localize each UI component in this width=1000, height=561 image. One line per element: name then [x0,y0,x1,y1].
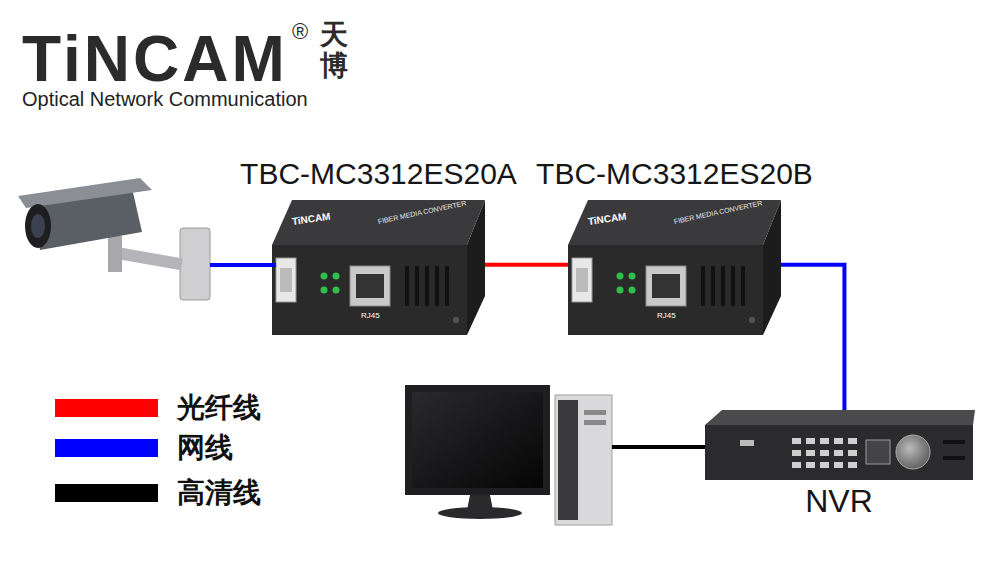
nvr-illustration-part [820,462,829,468]
nvr-illustration-part [943,440,965,444]
nvr-illustration-part [866,440,890,464]
media-converter-illustration-part [568,200,781,335]
cable-line [485,263,568,267]
nvr-illustration-part [740,440,754,446]
network-cable [210,263,276,267]
cable-connector [485,264,568,265]
computer-illustration-part [555,395,612,525]
nvr-illustration-part [806,462,815,468]
media-converter-illustration-part [272,200,485,335]
device-title: FIBER MEDIA CONVERTER [377,199,467,225]
computer-illustration-part [412,392,543,488]
nvr-illustration-part [792,438,801,444]
nvr-illustration-part [806,438,815,444]
nvr-illustration-part [792,462,801,468]
device-label: TBC-MC3312ES20B [536,157,813,190]
media-converter-illustration [272,200,781,335]
camera-illustration-part [25,204,51,248]
device-brand: TiNCAM [587,211,627,227]
port-label: RJ45 [657,312,676,321]
camera-illustration-part [108,236,122,272]
nvr-illustration-part [943,456,965,460]
computer-illustration-part [584,420,606,425]
computer-illustration [405,385,612,525]
port-label: RJ45 [361,312,380,321]
nvr-illustration-part [792,450,801,456]
camera-illustration-part [31,214,45,238]
nvr-illustration-part [820,438,829,444]
legend-text: 网线 [177,434,233,462]
camera-illustration-part [180,228,210,300]
device-label: TBC-MC3312ES20A [240,157,517,190]
nvr-illustration-part [848,450,857,456]
nvr-illustration-part [896,435,930,469]
nvr-illustration [705,410,975,480]
nvr-illustration-part [834,462,843,468]
hdmi-cable [612,445,705,449]
legend-swatch [55,399,158,417]
computer-illustration-part [438,507,522,519]
legend-text: 光纤线 [177,394,261,422]
trademark-mark: ® [292,20,308,44]
brand-chinese: 天博 [320,20,348,82]
computer-illustration-part [558,400,578,520]
nvr-illustration-part [705,425,973,480]
nvr-illustration-part [848,462,857,468]
brand-logo: TiNCAM [22,27,288,91]
camera-illustration [18,178,210,300]
cable-connector [781,265,844,410]
nvr-illustration-part [834,438,843,444]
legend-swatch [55,484,158,502]
nvr-illustration-part [834,450,843,456]
cable-line [781,265,844,410]
camera-illustration-part [18,178,152,208]
device-title: FIBER MEDIA CONVERTER [673,199,763,225]
legend-text: 高清线 [177,479,261,507]
computer-illustration-part [405,385,550,495]
nvr-illustration-part [806,450,815,456]
nvr-illustration-part [705,410,975,425]
computer-illustration-part [584,410,606,415]
nvr-illustration-part [820,450,829,456]
nvr-illustration-part [848,438,857,444]
nvr-device: NVR [703,410,975,480]
device-label: NVR [805,484,873,519]
brand-slogan: Optical Network Communication [22,88,308,110]
legend-swatch [55,439,158,457]
device-brand: TiNCAM [291,211,331,227]
